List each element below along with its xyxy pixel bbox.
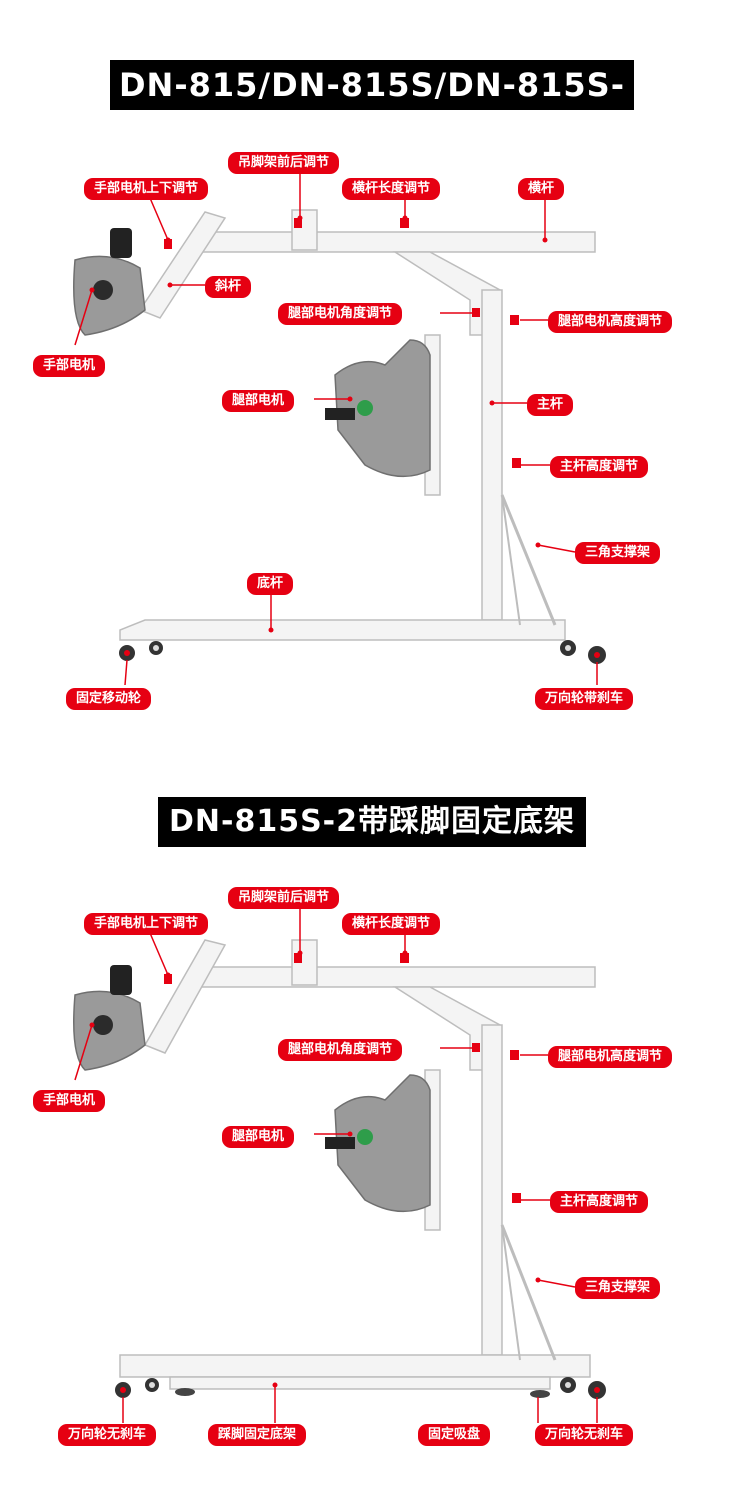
label-hang-frame-2: 吊脚架前后调节 xyxy=(228,887,339,909)
section1-product-diagram xyxy=(0,140,743,700)
label-caster-no-brake-right: 万向轮无刹车 xyxy=(535,1424,633,1446)
label-main-bar-height: 主杆高度调节 xyxy=(550,456,648,478)
label-leg-motor-angle: 腿部电机角度调节 xyxy=(278,303,402,325)
label-bar-length: 横杆长度调节 xyxy=(342,178,440,200)
label-fixed-wheel: 固定移动轮 xyxy=(66,688,151,710)
section1-title: DN-815/DN-815S/DN-815S-1 xyxy=(110,60,634,110)
label-caster-no-brake-left: 万向轮无刹车 xyxy=(58,1424,156,1446)
label-main-bar: 主杆 xyxy=(527,394,573,416)
label-caster-brake: 万向轮带刹车 xyxy=(535,688,633,710)
section2-product-diagram xyxy=(0,875,743,1435)
label-crossbar: 横杆 xyxy=(518,178,564,200)
label-base-bar: 底杆 xyxy=(247,573,293,595)
label-hand-motor-updown: 手部电机上下调节 xyxy=(84,178,208,200)
label-hand-motor-updown-2: 手部电机上下调节 xyxy=(84,913,208,935)
label-leg-motor-height-2: 腿部电机高度调节 xyxy=(548,1046,672,1068)
section2-title: DN-815S-2带踩脚固定底架 xyxy=(158,797,586,847)
label-suction-cup: 固定吸盘 xyxy=(418,1424,490,1446)
label-pedal-base: 踩脚固定底架 xyxy=(208,1424,306,1446)
label-leg-motor-height: 腿部电机高度调节 xyxy=(548,311,672,333)
label-main-bar-height-2: 主杆高度调节 xyxy=(550,1191,648,1213)
label-hand-motor-2: 手部电机 xyxy=(33,1090,105,1112)
label-hand-motor: 手部电机 xyxy=(33,355,105,377)
label-hang-frame: 吊脚架前后调节 xyxy=(228,152,339,174)
label-triangle-support-2: 三角支撑架 xyxy=(575,1277,660,1299)
label-bar-length-2: 横杆长度调节 xyxy=(342,913,440,935)
label-leg-motor-2: 腿部电机 xyxy=(222,1126,294,1148)
label-leg-motor: 腿部电机 xyxy=(222,390,294,412)
label-triangle-support: 三角支撑架 xyxy=(575,542,660,564)
label-slant-bar: 斜杆 xyxy=(205,276,251,298)
label-leg-motor-angle-2: 腿部电机角度调节 xyxy=(278,1039,402,1061)
